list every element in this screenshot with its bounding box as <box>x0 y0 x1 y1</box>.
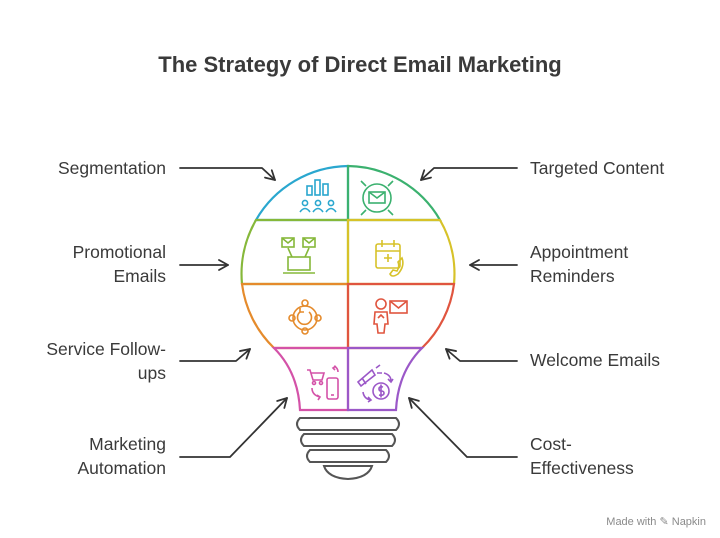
label-marketing-automation: Marketing Automation <box>77 432 166 480</box>
bulb <box>240 164 456 412</box>
label-segmentation: Segmentation <box>58 156 166 180</box>
page-title: The Strategy of Direct Email Marketing <box>158 52 562 77</box>
cycle-network-icon <box>288 299 322 335</box>
arrow-automation <box>179 397 288 458</box>
label-cost-effectiveness: Cost- Effectiveness <box>530 432 634 480</box>
label-targeted-content-text: Targeted Content <box>530 158 665 178</box>
label-automation-line2: Automation <box>77 458 166 478</box>
bulb-base <box>296 417 400 481</box>
label-appointment-line2: Reminders <box>530 266 615 286</box>
segment-welcome <box>346 282 456 350</box>
calendar-phone-icon <box>375 240 404 277</box>
team-chart-icon <box>299 179 337 213</box>
label-service-follow-ups: Service Follow- ups <box>46 337 166 385</box>
label-welcome-emails: Welcome Emails <box>530 348 660 372</box>
cart-phone-icon <box>307 365 339 401</box>
label-appointment-reminders: Appointment Reminders <box>530 240 628 288</box>
label-promotional-line1: Promotional <box>72 242 166 262</box>
megaphone-dollar-icon <box>356 364 394 403</box>
arrow-welcome <box>445 348 518 362</box>
arrow-segmentation <box>179 167 276 181</box>
segment-cost <box>346 346 425 412</box>
label-cost-line1: Cost- <box>530 434 572 454</box>
target-email-icon <box>360 180 394 216</box>
napkin-watermark: Made with ✎ Napkin <box>606 516 706 528</box>
segment-automation <box>271 346 350 412</box>
segment-appointment <box>346 218 456 286</box>
segment-promotional <box>240 218 350 286</box>
label-segmentation-text: Segmentation <box>58 158 166 178</box>
person-email-icon <box>373 298 408 334</box>
label-promotional-line2: Emails <box>113 266 166 286</box>
label-automation-line1: Marketing <box>89 434 166 454</box>
label-targeted-content: Targeted Content <box>530 156 664 180</box>
label-promotional-emails: Promotional Emails <box>73 240 166 288</box>
laptop-email-icon <box>281 237 316 274</box>
arrow-cost <box>408 397 518 458</box>
label-appointment-line1: Appointment <box>530 242 629 262</box>
label-cost-line2: Effectiveness <box>530 458 634 478</box>
label-service-line2: ups <box>137 363 166 383</box>
arrow-service <box>179 348 251 362</box>
arrow-targeted-content <box>420 167 518 181</box>
label-service-line1: Service Follow- <box>46 339 166 359</box>
label-welcome-text: Welcome Emails <box>530 350 660 370</box>
connector-arrows <box>179 167 518 458</box>
